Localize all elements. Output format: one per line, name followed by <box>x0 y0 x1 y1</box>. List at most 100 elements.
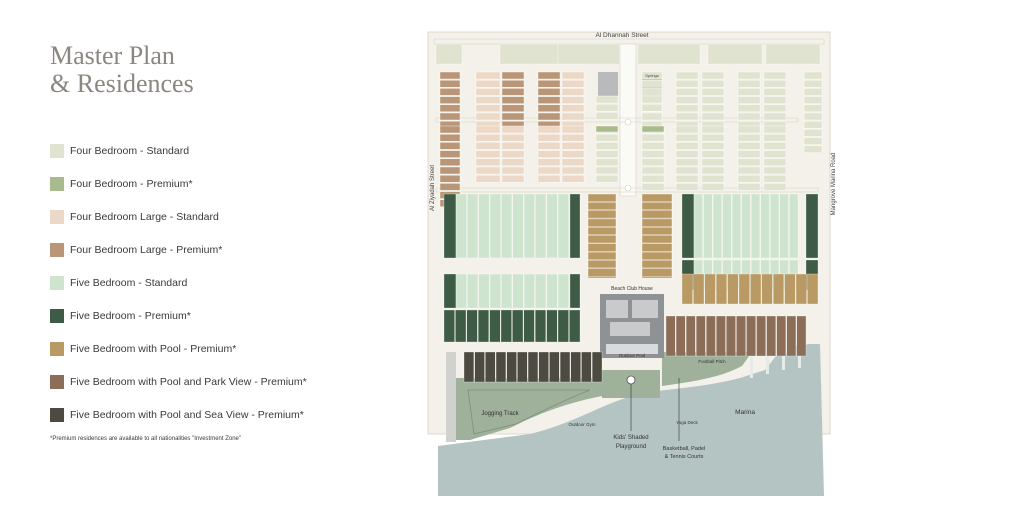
residence-plot <box>475 96 501 104</box>
legend-item: Five Bedroom with Pool and Sea View - Pr… <box>50 408 380 441</box>
residence-plot <box>737 80 761 88</box>
residence-plot <box>763 71 787 80</box>
legend-label: Five Bedroom - Premium* <box>70 310 191 322</box>
residence-plot <box>475 150 501 158</box>
residence-plot <box>439 104 461 113</box>
springs-label: Springs <box>645 73 659 78</box>
residence-plot <box>557 193 569 259</box>
clubhouse-block <box>610 322 650 336</box>
residence-plot <box>537 158 561 167</box>
outdoor-pool <box>606 344 658 354</box>
residence-plot <box>641 193 673 202</box>
residence-plot <box>763 142 787 150</box>
residence-plot <box>475 142 501 150</box>
street-label-left: Al Ziyadah Street <box>430 165 436 211</box>
residence-plot <box>569 193 581 259</box>
legend-label: Five Bedroom with Pool and Park View - P… <box>70 376 307 388</box>
residence-plot <box>803 88 823 96</box>
master-plan-map: Al Dhannah Street Al Ziyadah Street Mang… <box>420 26 840 504</box>
residence-plot <box>737 104 761 113</box>
residence-plot <box>641 71 663 80</box>
residence-plot <box>537 125 561 134</box>
legend-swatch <box>50 375 64 389</box>
residence-plot <box>501 71 525 80</box>
residence-plot <box>546 309 558 343</box>
residence-plot <box>693 193 703 259</box>
playground-marker <box>626 375 636 385</box>
residence-plot <box>701 96 725 104</box>
legend-label: Five Bedroom - Standard <box>70 277 188 289</box>
legend-item: Five Bedroom - Premium* <box>50 309 380 342</box>
residence-plot <box>641 133 665 142</box>
residence-plot <box>803 129 823 137</box>
residence-plot <box>696 315 706 357</box>
residence-plot <box>537 96 561 104</box>
residence-plot <box>595 103 619 112</box>
residence-plot <box>478 193 490 259</box>
residence-plot <box>641 112 663 121</box>
residence-plot <box>537 104 561 113</box>
footnote: *Premium residences are available to all… <box>50 436 242 442</box>
residence-plot <box>501 174 525 183</box>
residence-plot <box>716 273 727 305</box>
residence-plot <box>591 351 603 383</box>
title-line-1: Master Plan <box>50 41 175 70</box>
residence-plot <box>501 150 525 158</box>
residence-plot <box>765 43 821 65</box>
residence-plot <box>537 174 561 183</box>
residence-plot <box>561 104 585 113</box>
residence-plot <box>474 351 485 383</box>
residence-plot <box>439 166 461 175</box>
residence-plot <box>595 112 619 120</box>
legend-swatch <box>50 408 64 422</box>
residence-plot <box>537 133 561 142</box>
residence-plot <box>803 120 823 129</box>
residence-plot <box>803 112 823 121</box>
residence-plot <box>475 166 501 175</box>
residence-plot <box>779 193 789 259</box>
residence-plot <box>641 226 673 235</box>
residence-plot <box>701 174 725 183</box>
legend-swatch <box>50 309 64 323</box>
residence-plot <box>641 142 665 150</box>
residence-plot <box>763 96 787 104</box>
residence-plot <box>475 71 501 80</box>
residence-plot <box>595 174 619 183</box>
residence-plot <box>701 112 725 121</box>
kids-label-2: Playground <box>616 444 646 450</box>
residence-plot <box>803 145 823 154</box>
residence-plot <box>675 80 699 88</box>
residence-plot <box>489 273 501 309</box>
residence-plot <box>512 273 524 309</box>
residence-plot <box>701 133 725 142</box>
pier <box>750 356 753 378</box>
residence-plot <box>501 273 513 309</box>
legend-label: Four Bedroom Large - Premium* <box>70 244 223 256</box>
residence-plot <box>587 193 617 202</box>
residence-plot <box>675 71 699 80</box>
residence-plot <box>512 309 524 343</box>
outdoor-pool-label: Outdoor Pool <box>619 353 646 358</box>
residence-plot <box>500 309 512 343</box>
residence-plot <box>641 210 673 219</box>
residence-plot <box>760 193 770 259</box>
residence-plot <box>538 351 549 383</box>
residence-plot <box>641 103 663 112</box>
marina-label: Marina <box>735 409 755 416</box>
residence-plot <box>803 96 823 104</box>
roundabout <box>624 118 632 126</box>
residence-plot <box>701 150 725 158</box>
residence-plot <box>478 273 490 309</box>
residence-plot <box>712 193 722 259</box>
legend-item: Four Bedroom Large - Premium* <box>50 243 380 276</box>
residence-plot <box>501 142 525 150</box>
legend-item: Five Bedroom with Pool - Premium* <box>50 342 380 375</box>
residence-plot <box>443 309 455 343</box>
residence-plot <box>641 235 673 244</box>
residence-plot <box>731 193 741 259</box>
residence-plot <box>763 88 787 96</box>
residence-plot <box>681 193 695 259</box>
residence-plot <box>587 202 617 211</box>
residence-plot <box>763 183 787 191</box>
courts-label-1: Basketball, Padel <box>663 446 706 452</box>
